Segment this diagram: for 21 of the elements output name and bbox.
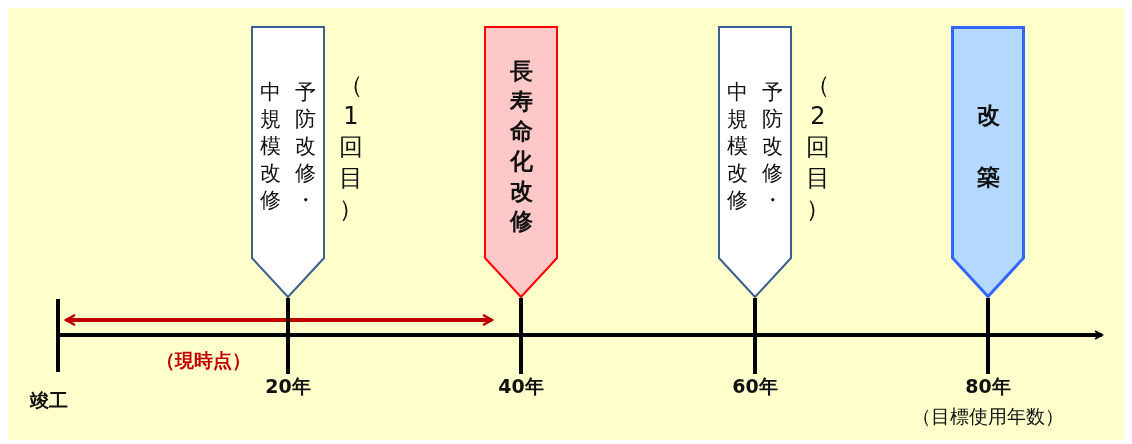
period-label: （現時点） <box>156 348 251 373</box>
note-text: （1回目） <box>338 70 364 225</box>
tick-mark <box>986 298 990 374</box>
tick-mark <box>286 298 290 374</box>
year-label: 40年 <box>498 374 544 400</box>
pentagon-marker <box>718 26 792 298</box>
axis-label: 竣工 <box>30 388 68 413</box>
pentagon-marker <box>251 26 325 298</box>
marker-label: 予防改修・中規模改修 <box>726 78 784 214</box>
year-label: 20年 <box>265 374 311 400</box>
note-text: （目標使用年数） <box>912 404 1064 429</box>
note-text: （2回目） <box>805 70 831 225</box>
marker-label: 予防改修・中規模改修 <box>259 78 317 214</box>
year-label: 80年 <box>965 374 1011 400</box>
year-label: 60年 <box>732 374 778 400</box>
pentagon-marker <box>951 26 1025 298</box>
pentagon-marker <box>484 26 558 298</box>
marker-label: 長寿命化改修 <box>508 57 534 236</box>
tick-mark <box>519 298 523 374</box>
tick-mark <box>753 298 757 374</box>
marker-label: 改築 <box>975 101 1001 192</box>
